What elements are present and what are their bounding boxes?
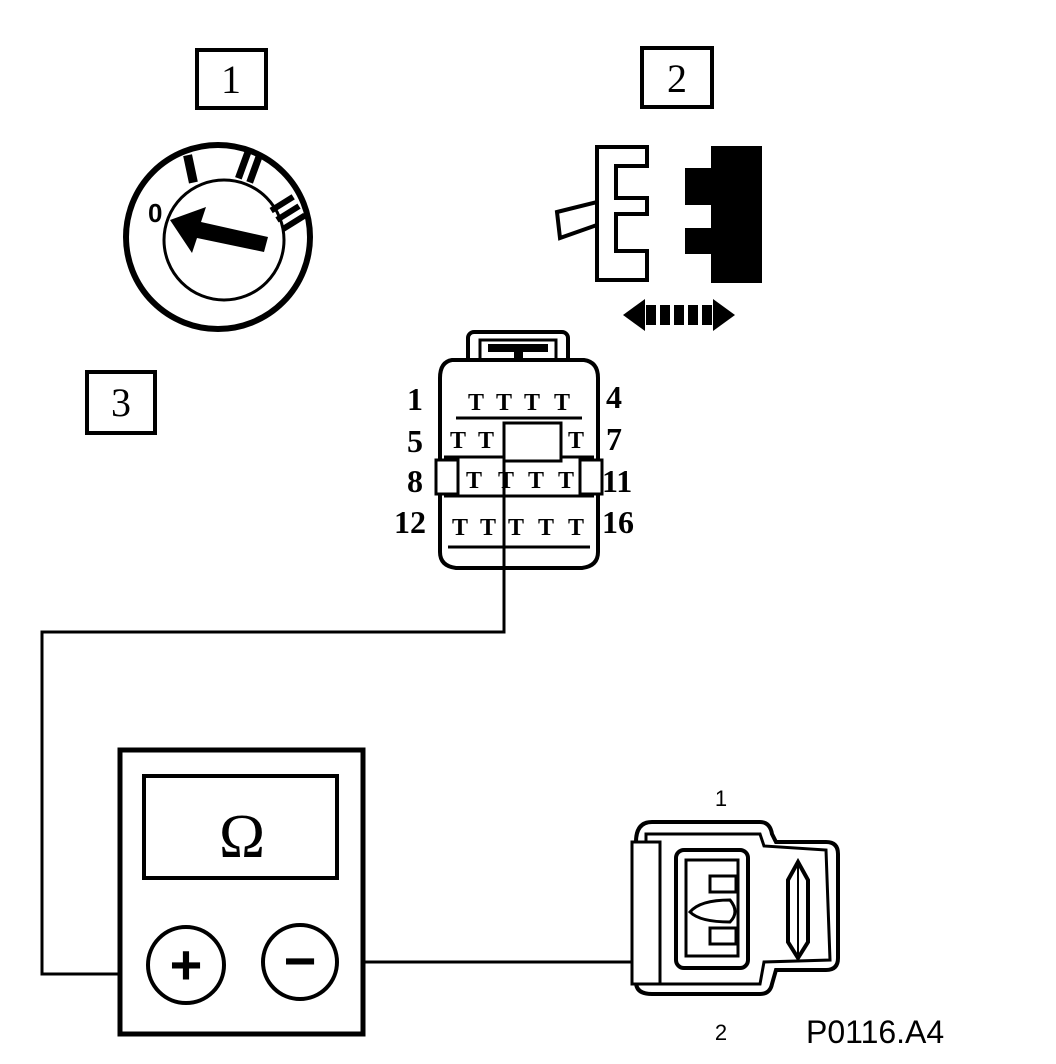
- pin-label-11: 11: [602, 463, 632, 499]
- key-arrow-icon: [170, 207, 268, 253]
- pin-label-16: 16: [602, 504, 634, 540]
- ohm-symbol-icon: Ω: [219, 803, 265, 871]
- pin-6-terminal: T: [478, 428, 494, 454]
- pin-1-terminal: T: [468, 390, 484, 416]
- ignition-position-1-mark: [183, 154, 198, 184]
- pin-label-7: 7: [606, 421, 622, 457]
- pin-label-1: 1: [407, 381, 423, 417]
- ignition-position-0: 0: [148, 198, 162, 228]
- pin-label-8: 8: [407, 463, 423, 499]
- ohmmeter: Ω + −: [117, 747, 366, 1037]
- plus-icon: +: [170, 933, 203, 996]
- pin-2-terminal: T: [496, 390, 512, 416]
- minus-icon: −: [284, 929, 317, 992]
- callout-3: 3: [85, 370, 157, 435]
- pin-7-terminal: T: [568, 428, 584, 454]
- probe-wire-positive: [40, 442, 506, 976]
- pin-label-5: 5: [407, 423, 423, 459]
- plug-disconnect-icon: [554, 145, 762, 331]
- pin-label-top: 1: [715, 786, 727, 811]
- pin-5-terminal: T: [450, 428, 466, 454]
- callout-3-label: 3: [111, 380, 131, 425]
- negative-terminal: [261, 923, 339, 1001]
- callout-2: 2: [640, 46, 714, 109]
- pin-16-terminal: T: [568, 515, 584, 541]
- pin-label-bottom: 2: [715, 1020, 727, 1045]
- ignition-position-3-mark: [269, 194, 307, 232]
- pin-15-terminal: T: [538, 515, 554, 541]
- connector-16-pin: T T T T T T T T T T T T T T T T 1 4 5 7 …: [394, 330, 634, 570]
- callout-2-label: 2: [667, 56, 687, 101]
- pin-14-terminal: T: [508, 515, 524, 541]
- ignition-switch-icon: 0: [123, 142, 313, 332]
- pin-10-terminal: T: [528, 468, 544, 494]
- pin-12-terminal: T: [452, 515, 468, 541]
- pin-terminals: T T T T T T T T T T T T T T T T: [450, 390, 584, 541]
- pin-label-12: 12: [394, 504, 426, 540]
- positive-terminal: [146, 925, 226, 1005]
- callout-1-label: 1: [221, 57, 241, 102]
- pin-8-terminal: T: [466, 468, 482, 494]
- pin-9-terminal: T: [498, 468, 514, 494]
- pin-label-4: 4: [606, 379, 622, 415]
- callout-1: 1: [195, 48, 268, 110]
- connector-2-pin: 1 2: [630, 786, 840, 1045]
- double-arrow-icon: [623, 299, 735, 331]
- figure-code: P0116.A4: [806, 1014, 944, 1050]
- ignition-position-2-mark: [235, 150, 263, 184]
- pin-4-terminal: T: [554, 390, 570, 416]
- pin-11-terminal: T: [558, 468, 574, 494]
- pin-3-terminal: T: [524, 390, 540, 416]
- meter-display: [142, 774, 339, 880]
- pin-13-terminal: T: [480, 515, 496, 541]
